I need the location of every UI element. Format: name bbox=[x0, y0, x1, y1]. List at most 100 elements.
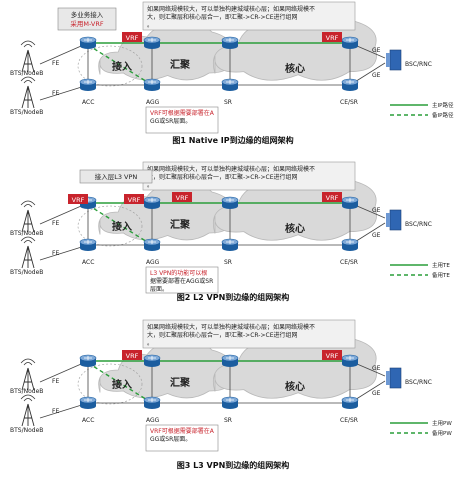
router-icon bbox=[79, 36, 97, 49]
router-bottom bbox=[342, 361, 358, 367]
router-arrows bbox=[226, 198, 234, 202]
note-bottom-box bbox=[145, 266, 219, 294]
node-agg-label: AGG bbox=[146, 259, 160, 266]
router-icon bbox=[79, 78, 97, 91]
router-arrows bbox=[148, 356, 156, 360]
router-icon bbox=[341, 78, 359, 91]
node-agg-label: AGG bbox=[146, 99, 160, 106]
antenna-waves bbox=[20, 236, 36, 244]
router-arrows bbox=[226, 38, 234, 42]
router-icon bbox=[143, 238, 161, 251]
node-sr-label: SR bbox=[224, 417, 232, 424]
note-top-line: 大，则汇聚层和核心层合一，即汇聚->CR->CE进行组网 bbox=[147, 13, 297, 21]
link-ge2-label: GE bbox=[372, 232, 381, 239]
access-box-line: 采用M-VRF bbox=[70, 19, 104, 28]
link-fe1-label: FE bbox=[52, 60, 59, 67]
region-access-label: 接入 bbox=[112, 60, 132, 73]
legend-label: 备用PW bbox=[432, 429, 452, 437]
vrf-badge bbox=[322, 192, 342, 202]
router-arrows bbox=[226, 80, 234, 84]
router-bottom bbox=[144, 403, 160, 409]
antenna-icon bbox=[20, 76, 36, 109]
antenna-waves bbox=[20, 358, 36, 366]
vrf-label: VRF bbox=[72, 196, 85, 204]
note-bottom-box bbox=[145, 424, 219, 452]
vrf-label: VRF bbox=[326, 194, 339, 202]
server-icon bbox=[386, 209, 402, 231]
antenna-waves bbox=[20, 394, 36, 402]
note-top-line: 如果网络规模较大，可以单独构建城域核心层；如果网络规模不 bbox=[147, 323, 315, 331]
access-area bbox=[77, 45, 143, 87]
router-icon bbox=[221, 196, 239, 209]
antenna-mast bbox=[21, 367, 35, 391]
vrf-label: VRF bbox=[326, 352, 339, 360]
node-bsc-label: BSC/RNC bbox=[405, 61, 432, 68]
router-bottom bbox=[144, 85, 160, 91]
figure-caption: 图1 Native IP到边缘的组网架构 bbox=[172, 135, 293, 145]
backup-path bbox=[87, 204, 153, 246]
antenna-waves bbox=[20, 40, 36, 48]
router-bottom bbox=[222, 403, 238, 409]
link-fe2-label: FE bbox=[52, 408, 59, 415]
fe-link bbox=[39, 42, 89, 65]
node-bts2-label: BTS/NodeB bbox=[10, 427, 43, 434]
link-ge1-label: GE bbox=[372, 207, 381, 214]
router-arrows bbox=[346, 356, 354, 360]
legend-label: 主用TE bbox=[432, 261, 450, 269]
router-bottom bbox=[144, 43, 160, 49]
figure-caption: 图3 L3 VPN到边缘的组网架构 bbox=[177, 460, 290, 470]
router-bottom bbox=[80, 203, 96, 209]
router-icon bbox=[341, 238, 359, 251]
router-bottom bbox=[222, 361, 238, 367]
note-bottom-line: L3 VPN的功能可以根 bbox=[150, 269, 207, 277]
note-bottom-line: 据需要部署在AGG或SR bbox=[150, 277, 213, 285]
router-bottom bbox=[80, 361, 96, 367]
router-bottom bbox=[342, 203, 358, 209]
node-agg-label: AGG bbox=[146, 417, 160, 424]
router-icon bbox=[143, 354, 161, 367]
node-sr-label: SR bbox=[224, 259, 232, 266]
node-acc-label: ACC bbox=[82, 99, 94, 106]
router-icon bbox=[341, 354, 359, 367]
vrf-badge bbox=[322, 350, 342, 360]
router-arrows bbox=[346, 240, 354, 244]
note-top-line: 大，则汇聚层和核心层合一，即汇聚->CR->CE进行组网 bbox=[147, 331, 297, 339]
router-arrows bbox=[148, 198, 156, 202]
antenna-icon bbox=[20, 236, 36, 269]
antenna-waves bbox=[20, 76, 36, 84]
router-bottom bbox=[80, 245, 96, 251]
router-bottom bbox=[80, 403, 96, 409]
vrf-label: VRF bbox=[126, 352, 139, 360]
router-icon bbox=[221, 238, 239, 251]
vrf-badge bbox=[322, 32, 342, 42]
backup-path bbox=[87, 362, 153, 404]
link-ge1-label: GE bbox=[372, 47, 381, 54]
node-bts1-label: BTS/NodeB bbox=[10, 230, 43, 237]
router-bottom bbox=[144, 245, 160, 251]
antenna-icon bbox=[20, 40, 36, 73]
node-cesr-label: CE/SR bbox=[340, 99, 358, 106]
router-icon bbox=[341, 36, 359, 49]
router-icon bbox=[143, 396, 161, 409]
legend-label: 备IP路径 bbox=[432, 111, 454, 119]
note-top-box bbox=[142, 319, 356, 349]
node-sr-label: SR bbox=[224, 99, 232, 106]
access-box-line: 多业务接入 bbox=[71, 10, 104, 19]
link-ge2-label: GE bbox=[372, 390, 381, 397]
router-bottom bbox=[222, 245, 238, 251]
router-arrows bbox=[84, 398, 92, 402]
router-bottom bbox=[80, 43, 96, 49]
router-bottom bbox=[222, 203, 238, 209]
note-top-box bbox=[142, 161, 356, 191]
vrf-label: VRF bbox=[176, 194, 189, 202]
access-box bbox=[79, 169, 153, 184]
note-top-line: 大，则汇聚层和核心层合一，即汇聚->CR->CE进行组网 bbox=[147, 173, 297, 181]
router-arrows bbox=[346, 198, 354, 202]
router-arrows bbox=[84, 80, 92, 84]
antenna-mast bbox=[21, 245, 35, 269]
